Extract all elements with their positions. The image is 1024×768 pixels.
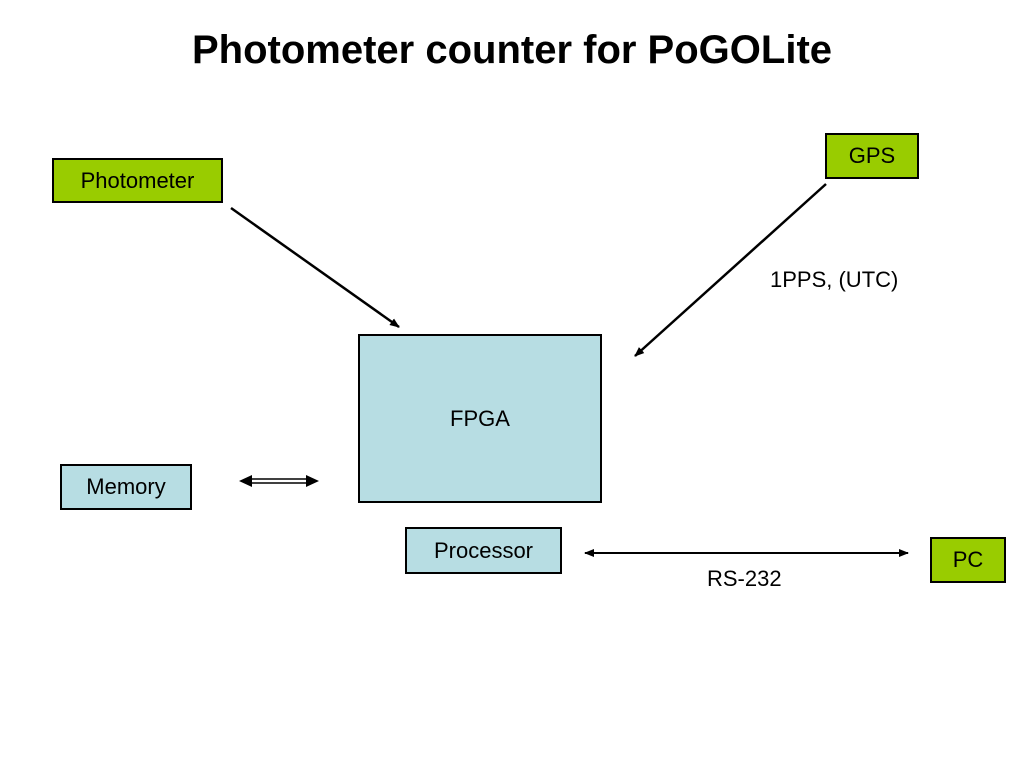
fpga-label: FPGA: [450, 405, 510, 431]
fpga-node: FPGA: [358, 334, 602, 503]
gps-node: GPS: [825, 133, 919, 179]
photometer-to-fpga-arrow: [230, 206, 400, 329]
pc-node: PC: [930, 537, 1006, 583]
gps-to-fpga-arrow: [634, 183, 827, 357]
processor-label: Processor: [433, 537, 534, 563]
processor-node: Processor: [405, 527, 562, 574]
memory-node: Memory: [60, 464, 192, 510]
gps-edge-label: 1PPS, (UTC): [770, 267, 899, 292]
diagram-title: Photometer counter for PoGOLite: [191, 28, 833, 72]
pc-label: PC: [952, 547, 984, 572]
photometer-node: Photometer: [52, 158, 223, 203]
photometer-label: Photometer: [80, 167, 195, 193]
gps-label: GPS: [848, 143, 896, 168]
memory-fpga-arrow: [239, 475, 319, 487]
rs232-edge-label: RS-232: [707, 566, 782, 591]
memory-label: Memory: [86, 474, 166, 499]
